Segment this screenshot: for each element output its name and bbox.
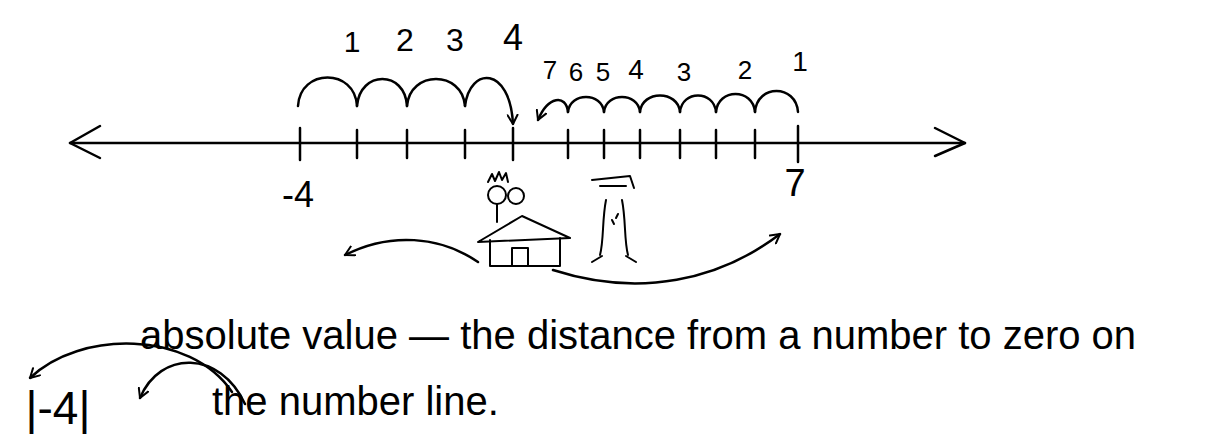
hop-number: 3 [446,24,464,56]
distance-arrow [345,240,478,262]
axis-value: 7 [784,164,805,202]
absolute-value-expression: |-4| [26,385,91,431]
person-figure [592,176,636,262]
number-line [70,142,965,145]
house-figure [478,216,570,266]
hop-number: 6 [569,59,583,85]
distance-arrow [553,234,780,283]
hop-number: 5 [596,59,610,85]
hop-arcs [298,78,513,125]
hop-number: 1 [792,48,808,76]
hop-number: 2 [396,24,414,56]
axis-arrow [70,126,100,158]
hop-number: 3 [677,59,691,85]
hop-number: 1 [344,27,361,57]
axis-value: -4 [282,177,314,213]
hop-arcs [538,91,798,120]
tick-marks [300,126,798,162]
hop-number: 4 [503,20,523,56]
hop-number: 7 [543,57,557,83]
hop-number: 2 [738,57,752,83]
hop-number: 4 [628,56,644,84]
definition-text: absolute value — the distance from a num… [140,302,1190,434]
person-figure [488,172,524,222]
axis-arrow [935,128,965,156]
